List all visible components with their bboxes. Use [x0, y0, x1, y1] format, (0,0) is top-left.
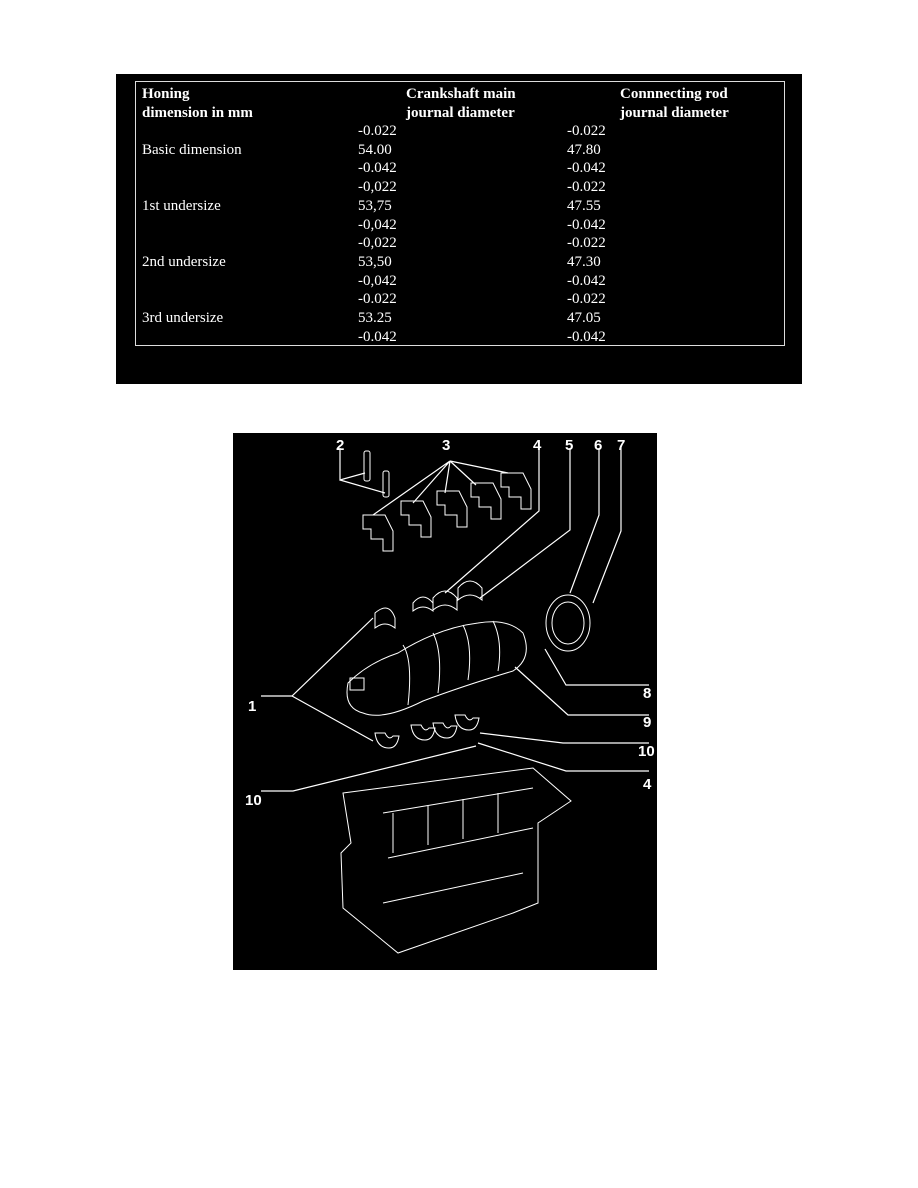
callout-4-right: 4: [643, 776, 652, 793]
header-main-line2: journal diameter: [406, 105, 515, 121]
header-rod-line1: Connnecting rod: [620, 86, 728, 102]
main-journal-value: -0,042: [358, 272, 397, 289]
callout-7: 7: [617, 437, 625, 454]
main-journal-value: 53.25: [358, 310, 392, 326]
rod-journal-value: -0.042: [567, 160, 606, 177]
callout-1: 1: [248, 698, 256, 715]
parts-outline: [340, 450, 591, 954]
main-journal-value: -0,022: [358, 235, 397, 252]
callout-4-top: 4: [533, 437, 542, 454]
callout-labels: 2 3 4 5 6 7 1 8 9 10 4 10: [245, 437, 655, 809]
main-journal-value: 53,75: [358, 197, 392, 214]
rod-journal-value: -0.042: [567, 216, 606, 233]
rod-journal-value: -0.042: [567, 272, 606, 289]
row-label: 2nd undersize: [142, 253, 226, 270]
main-journal-value: 54.00: [358, 141, 392, 158]
callout-3: 3: [442, 437, 450, 454]
header-honing-line2: dimension in mm: [142, 105, 253, 121]
callout-10-left: 10: [245, 792, 262, 809]
callout-5: 5: [565, 437, 573, 454]
diagram-drawing: 2 3 4 5 6 7 1 8 9 10 4 10: [245, 437, 655, 954]
rod-journal-value: -0.022: [567, 179, 606, 196]
crankshaft-exploded-diagram: 2 3 4 5 6 7 1 8 9 10 4 10: [233, 433, 657, 970]
rod-journal-value: -0.022: [567, 291, 606, 308]
header-main-line1: Crankshaft main: [406, 86, 516, 102]
main-journal-value: -0.022: [358, 123, 397, 139]
rod-journal-value: 47.80: [567, 141, 601, 158]
header-honing-line1: Honing: [142, 86, 190, 102]
honing-dimensions-table: Honing dimension in mm Crankshaft main j…: [116, 74, 802, 384]
main-journal-value: 53,50: [358, 253, 392, 270]
row-label: 1st undersize: [142, 197, 221, 214]
rod-journal-value: -0.022: [567, 123, 606, 139]
main-journal-value: -0.022: [358, 291, 397, 308]
header-rod-line2: journal diameter: [620, 105, 729, 121]
leader-lines: [261, 448, 649, 792]
callout-8: 8: [643, 685, 651, 702]
rod-journal-value: -0.042: [567, 328, 606, 345]
callout-10-right: 10: [638, 743, 655, 760]
callout-6: 6: [594, 437, 602, 454]
rod-journal-value: -0.022: [567, 235, 606, 252]
rod-journal-value: 47.30: [567, 253, 601, 270]
callout-9: 9: [643, 714, 651, 731]
main-journal-value: -0.042: [358, 160, 397, 177]
main-journal-value: -0,022: [358, 179, 397, 196]
row-label: 3rd undersize: [142, 310, 224, 326]
table-border: [135, 81, 785, 346]
row-label: Basic dimension: [142, 141, 242, 158]
rod-journal-value: 47.05: [567, 310, 601, 326]
rod-journal-value: 47.55: [567, 197, 601, 214]
main-journal-value: -0,042: [358, 216, 397, 233]
main-journal-value: -0.042: [358, 328, 397, 345]
callout-2: 2: [336, 437, 344, 454]
